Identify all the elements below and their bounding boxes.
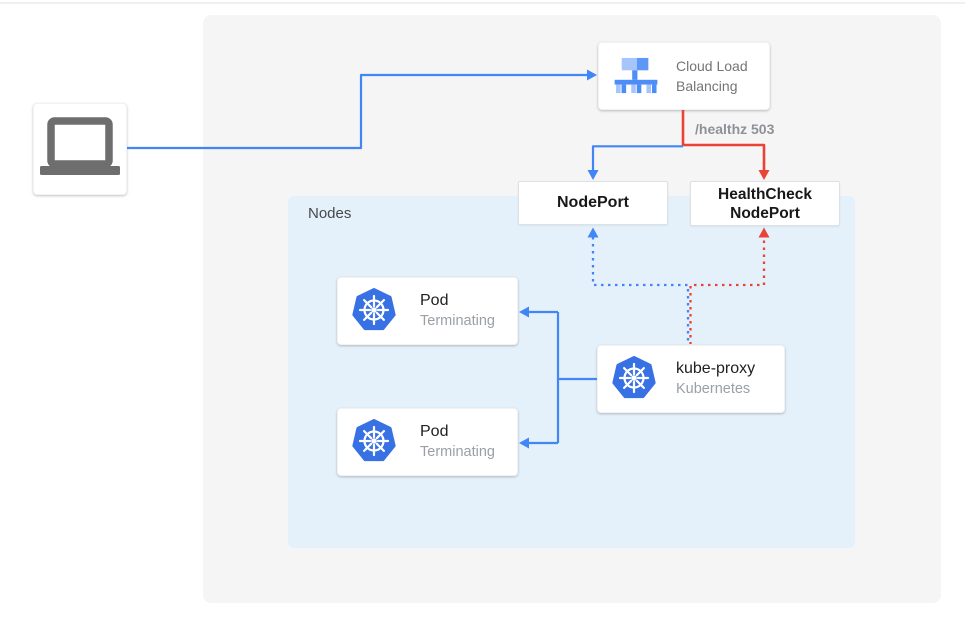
nodeport-node: NodePort xyxy=(518,181,668,225)
kube-proxy-title: kube-proxy xyxy=(676,360,756,377)
kubernetes-icon xyxy=(612,355,656,404)
pod-status: Terminating xyxy=(420,313,495,329)
cloud-load-balancing-label: Cloud Load Balancing xyxy=(676,58,748,94)
cloud-load-balancing-icon xyxy=(612,57,660,95)
top-divider xyxy=(0,2,965,4)
client-node xyxy=(33,103,127,195)
kubernetes-icon xyxy=(352,418,396,467)
nodeport-label: NodePort xyxy=(557,194,629,211)
cloud-load-balancing-node: Cloud Load Balancing xyxy=(598,42,770,110)
nodes-group-label: Nodes xyxy=(308,205,352,222)
healthcheck-nodeport-node: HealthCheck NodePort xyxy=(690,181,840,226)
pod-title: Pod xyxy=(420,292,449,309)
pod-status: Terminating xyxy=(420,444,495,460)
kubernetes-icon xyxy=(352,287,396,336)
kube-proxy-subtitle: Kubernetes xyxy=(676,381,751,397)
healthz-edge-label: /healthz 503 xyxy=(695,121,775,137)
laptop-icon xyxy=(40,116,120,182)
pod-title: Pod xyxy=(420,423,449,440)
pod-node-2: Pod Terminating xyxy=(337,408,518,476)
kube-proxy-node: kube-proxy Kubernetes xyxy=(597,345,785,413)
healthcheck-label-line1: HealthCheck xyxy=(718,185,812,203)
healthcheck-label-line2: NodePort xyxy=(730,204,800,222)
pod-node-1: Pod Terminating xyxy=(337,277,518,345)
